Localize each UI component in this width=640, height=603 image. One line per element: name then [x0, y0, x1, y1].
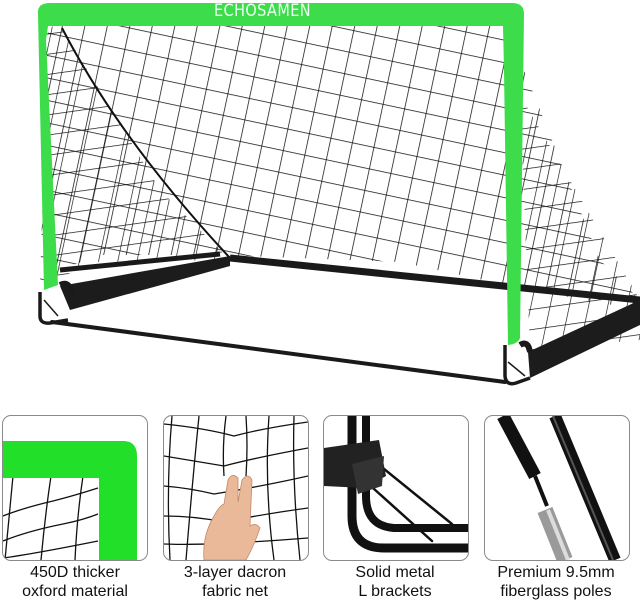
- fiberglass-poles-image: [497, 416, 621, 560]
- feature-panel-oxford-material: [2, 415, 148, 561]
- feature-caption-fiberglass-poles: Premium 9.5mm fiberglass poles: [471, 563, 640, 601]
- metal-l-brackets-image: [324, 416, 468, 553]
- caption-line2: oxford material: [22, 583, 128, 600]
- brand-label: ECHOSAMEN: [214, 1, 312, 21]
- feature-panel-metal-brackets: [323, 415, 469, 561]
- feature-caption-dacron-net: 3-layer dacron fabric net: [150, 563, 320, 601]
- caption-line1: Solid metal: [355, 564, 435, 581]
- caption-line2: fabric net: [202, 583, 268, 600]
- caption-line2: fiberglass poles: [500, 583, 612, 600]
- feature-caption-metal-brackets: Solid metal L brackets: [310, 563, 480, 601]
- caption-line1: Premium 9.5mm: [497, 564, 615, 581]
- caption-line2: L brackets: [358, 583, 432, 600]
- feature-panel-dacron-net: [163, 415, 309, 561]
- soccer-goal-image: ECHOSAMEN: [37, 1, 640, 386]
- feature-panel-fiberglass-poles: [484, 415, 630, 561]
- hand-pulling-net-image: [164, 416, 308, 560]
- green-frame-corner-image: [3, 441, 137, 560]
- caption-line1: 3-layer dacron: [183, 564, 287, 581]
- feature-caption-oxford-material: 450D thicker oxford material: [0, 563, 160, 601]
- caption-line1: 450D thicker: [30, 564, 120, 581]
- goal-illustration: [37, 3, 640, 386]
